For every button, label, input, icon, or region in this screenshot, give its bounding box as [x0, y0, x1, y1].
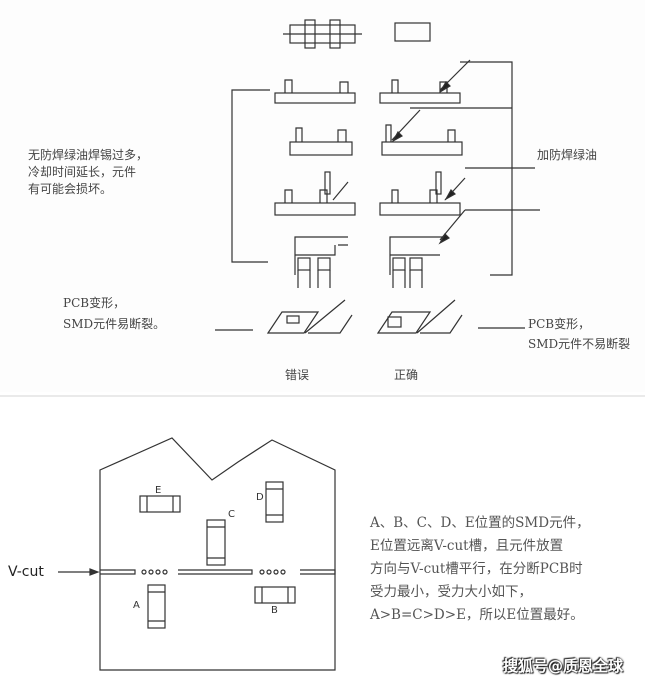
- description-line: 方向与V-cut槽平行，在分断PCB时: [370, 561, 583, 577]
- label-E: E: [155, 485, 161, 496]
- description-line: E位置远离V-cut槽，且元件放置: [370, 538, 564, 554]
- pcb-bend-correct: [376, 299, 525, 334]
- component-D: [265, 481, 284, 523]
- note-line: PCB变形，: [528, 317, 591, 331]
- component-E: [139, 495, 181, 513]
- description-line: A、B、C、D、E位置的SMD元件，: [370, 515, 590, 531]
- wrong-label: 错误: [285, 368, 310, 382]
- v-cut-groove: [58, 568, 336, 576]
- correct-label: 正确: [394, 368, 419, 382]
- left-note: 无防焊绿油焊锡过多， 冷却时间延长，元件 有可能会损坏。: [28, 147, 148, 198]
- right-pcb-note: PCB变形， SMD元件不易断裂: [528, 314, 630, 354]
- description: A、B、C、D、E位置的SMD元件， E位置远离V-cut槽，且元件放置 方向与…: [370, 512, 590, 627]
- pcb-bend-wrong: [215, 299, 353, 334]
- description-line: A>B=C>D>E，所以E位置最好。: [370, 607, 584, 623]
- note-line: 无防焊绿油焊锡过多，: [28, 148, 149, 162]
- watermark: 搜狐号@质恩全球: [503, 657, 624, 675]
- note-line: SMD元件易断裂。: [63, 317, 166, 331]
- left-bracket: [231, 89, 270, 263]
- label-B: B: [271, 605, 278, 616]
- solder-row-2: [274, 59, 471, 104]
- description-line: 受力最小，受力大小如下，: [370, 584, 532, 600]
- component-C: [206, 519, 226, 566]
- right-bracket: [460, 61, 513, 276]
- connector-row: [294, 209, 540, 288]
- note-line: SMD元件不易断裂: [528, 337, 631, 351]
- smd-component-top-wrong: [283, 19, 362, 49]
- note-line: PCB变形，: [63, 296, 126, 310]
- solder-row-3: [289, 107, 512, 156]
- label-D: D: [256, 492, 264, 503]
- smd-component-top-correct: [394, 22, 431, 42]
- component-B: [254, 586, 296, 604]
- solder-row-4: [274, 167, 535, 216]
- label-A: A: [133, 600, 140, 611]
- label-C: C: [228, 509, 235, 520]
- note-line: 有可能会损坏。: [28, 182, 113, 196]
- pcb-board-outline: [99, 437, 336, 671]
- left-pcb-note: PCB变形， SMD元件易断裂。: [63, 293, 165, 335]
- note-line: 冷却时间延长，元件: [28, 165, 137, 179]
- right-note: 加防焊绿油: [537, 148, 598, 162]
- vcut-label: V-cut: [8, 564, 44, 580]
- component-A: [147, 584, 166, 629]
